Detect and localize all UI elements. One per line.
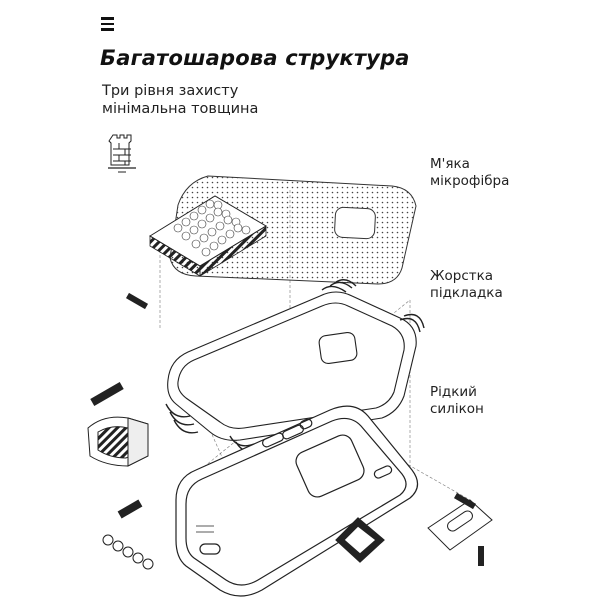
subtitle-line-1: Три рівня захисту [102,83,239,99]
page-subtitle: Три рівня захисту мінімальна товщина [102,82,258,118]
microfiber-layer [149,175,417,285]
dimension-tags [90,292,484,566]
liquid-silicone-layer [175,405,419,597]
tower-icon [108,134,136,173]
layer-label-line: мікрофібра [430,173,510,189]
layer-label-microfiber: М'яка мікрофібра [430,156,509,190]
layer-label-line: Жорстка [430,268,494,284]
subtitle-line-2: мінімальна товщина [102,101,259,117]
camera-pad-detail [335,517,385,563]
layer-label-line: підкладка [430,285,503,301]
layer-label-liquid-silicone: Рідкий силікон [430,384,484,418]
layer-label-line: М'яка [430,156,470,172]
layer-label-line: силікон [430,401,484,417]
corner-bumper-detail [87,416,149,467]
page-title: Багатошарова структура [100,46,410,70]
hard-shell-layer [165,279,425,453]
side-button-detail [427,499,493,551]
layer-label-line: Рідкий [430,384,477,400]
menu-icon[interactable] [101,17,114,31]
layer-label-hard-shell: Жорстка підкладка [430,268,503,302]
button-cluster-detail [102,534,154,570]
